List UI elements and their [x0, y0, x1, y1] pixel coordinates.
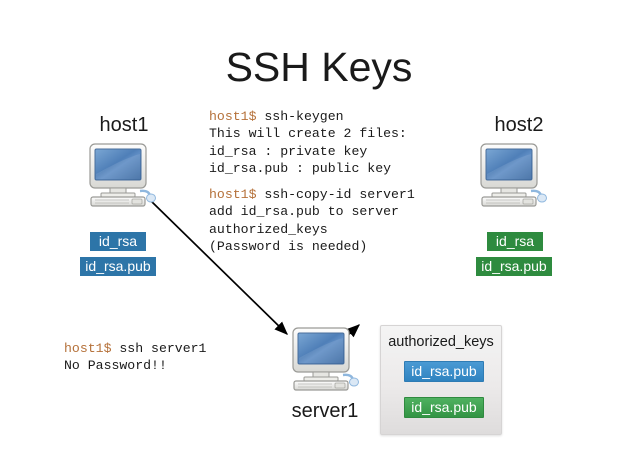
copyid-line-3: (Password is needed) [209, 239, 368, 255]
terminal-block-ssh: host1$ ssh server1 No Password!! [64, 340, 206, 375]
prompt-ssh: host1$ [64, 341, 112, 356]
keygen-line-1: This will create 2 files: [209, 126, 407, 142]
host2-computer-icon [480, 143, 547, 207]
authorized-keys-panel: authorized_keys id_rsa.pub id_rsa.pub [380, 325, 502, 435]
host2-label: host2 [494, 114, 544, 136]
prompt-copyid: host1$ [209, 187, 257, 202]
host2-key-id-rsa: id_rsa [487, 232, 543, 251]
host1-key-id-rsa-pub: id_rsa.pub [80, 257, 156, 276]
host1-label: host1 [99, 114, 149, 136]
prompt-keygen: host1$ [209, 109, 257, 124]
authorized-keys-title: authorized_keys [388, 334, 494, 350]
copyid-line-1: add id_rsa.pub to server [209, 204, 399, 220]
keygen-line-3: id_rsa.pub : public key [209, 161, 392, 177]
terminal-block-copyid: host1$ ssh-copy-id server1 add id_rsa.pu… [209, 186, 415, 256]
page-title: SSH Keys [225, 44, 413, 90]
terminal-block-keygen: host1$ ssh-keygen This will create 2 fil… [209, 108, 407, 178]
server1-computer-icon [292, 327, 359, 391]
copyid-line-2: authorized_keys [209, 221, 328, 237]
command-keygen: ssh-keygen [256, 109, 344, 124]
keygen-line-2: id_rsa : private key [209, 143, 368, 159]
ssh-line-1: No Password!! [64, 358, 167, 374]
host2-key-id-rsa-pub: id_rsa.pub [476, 257, 552, 276]
host1-key-id-rsa: id_rsa [90, 232, 146, 251]
authorized-key-entry-host1: id_rsa.pub [404, 361, 484, 382]
command-ssh: ssh server1 [111, 341, 207, 356]
command-copyid: ssh-copy-id server1 [256, 187, 415, 202]
server1-label: server1 [291, 400, 359, 422]
host1-computer-icon [89, 143, 156, 207]
authorized-key-entry-host2: id_rsa.pub [404, 397, 484, 418]
